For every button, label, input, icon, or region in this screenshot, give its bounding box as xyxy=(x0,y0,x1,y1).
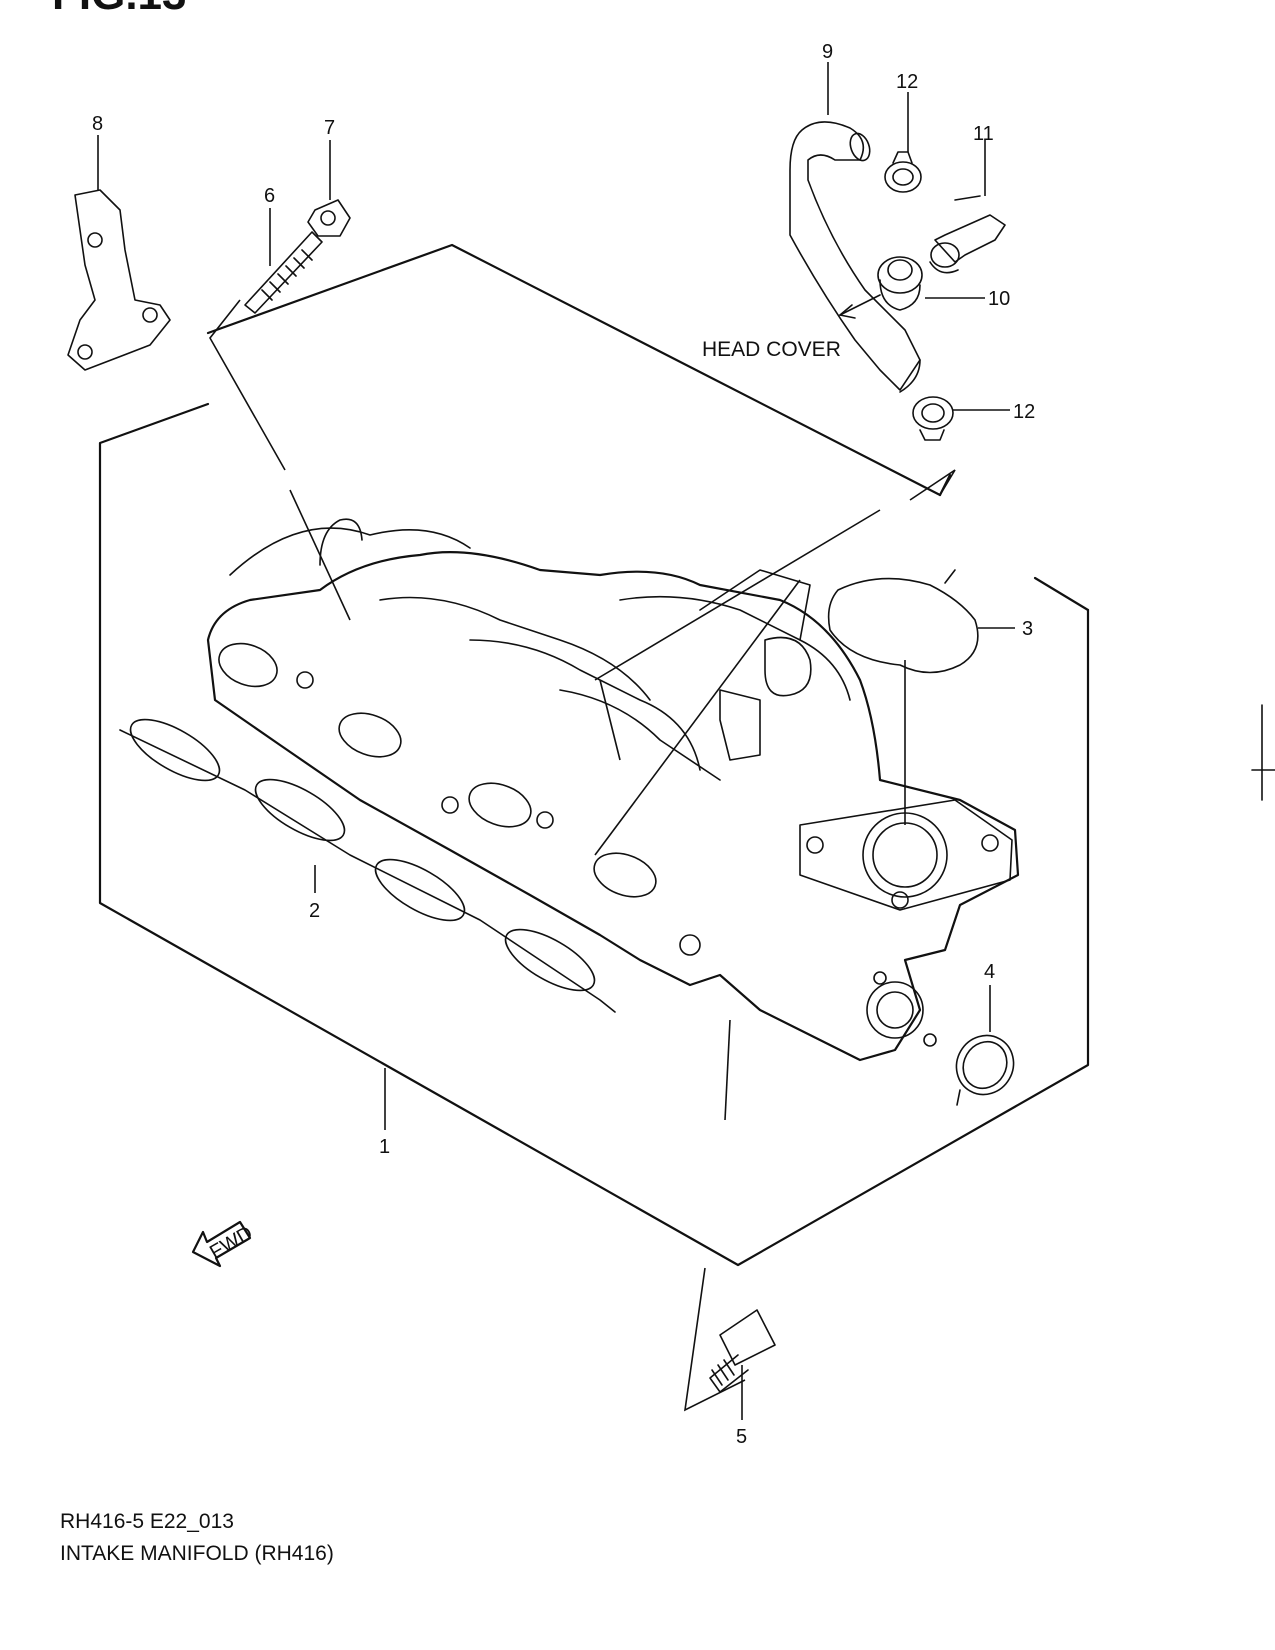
intake-manifold xyxy=(206,518,1020,1062)
clamp-12-lower xyxy=(912,396,954,441)
callout-1: 1 xyxy=(379,1136,390,1158)
callout-5: 5 xyxy=(736,1426,747,1448)
callout-10: 10 xyxy=(988,288,1010,310)
head-cover-arrow xyxy=(839,294,881,319)
o-ring-4 xyxy=(955,1034,1015,1106)
callout-9: 9 xyxy=(822,41,833,63)
nut-7 xyxy=(307,199,351,237)
callout-8: 8 xyxy=(92,113,103,135)
callout-2: 2 xyxy=(309,900,320,922)
callouts: 1 2 3 4 5 6 7 8 9 10 11 12 12 xyxy=(92,41,1035,1448)
callout-12-lower: 12 xyxy=(1013,401,1035,423)
pcv-valve-11 xyxy=(929,195,1006,274)
head-cover-label: HEAD COVER xyxy=(702,338,841,361)
assembly-leaders xyxy=(209,299,956,1412)
callout-4: 4 xyxy=(984,961,995,983)
figure-caption: INTAKE MANIFOLD (RH416) xyxy=(60,1542,334,1565)
fwd-arrow-icon: FWD xyxy=(191,1220,257,1268)
assembly-outline xyxy=(98,243,1090,1267)
callout-6: 6 xyxy=(264,185,275,207)
callout-12-upper: 12 xyxy=(896,71,918,93)
callout-7: 7 xyxy=(324,117,335,139)
bracket-8 xyxy=(67,189,171,371)
stud-6 xyxy=(244,231,323,314)
hose-9 xyxy=(789,121,921,393)
gasket-3 xyxy=(827,569,979,674)
figure-title: FIG.13 xyxy=(52,0,187,20)
callout-3: 3 xyxy=(1022,618,1033,640)
clamp-12-upper xyxy=(884,151,922,193)
bolt-5 xyxy=(709,1309,776,1393)
figure-code: RH416-5 E22_013 xyxy=(60,1510,234,1533)
gasket-2 xyxy=(119,718,616,1013)
callout-11: 11 xyxy=(973,123,994,145)
grommet-10 xyxy=(877,256,923,311)
